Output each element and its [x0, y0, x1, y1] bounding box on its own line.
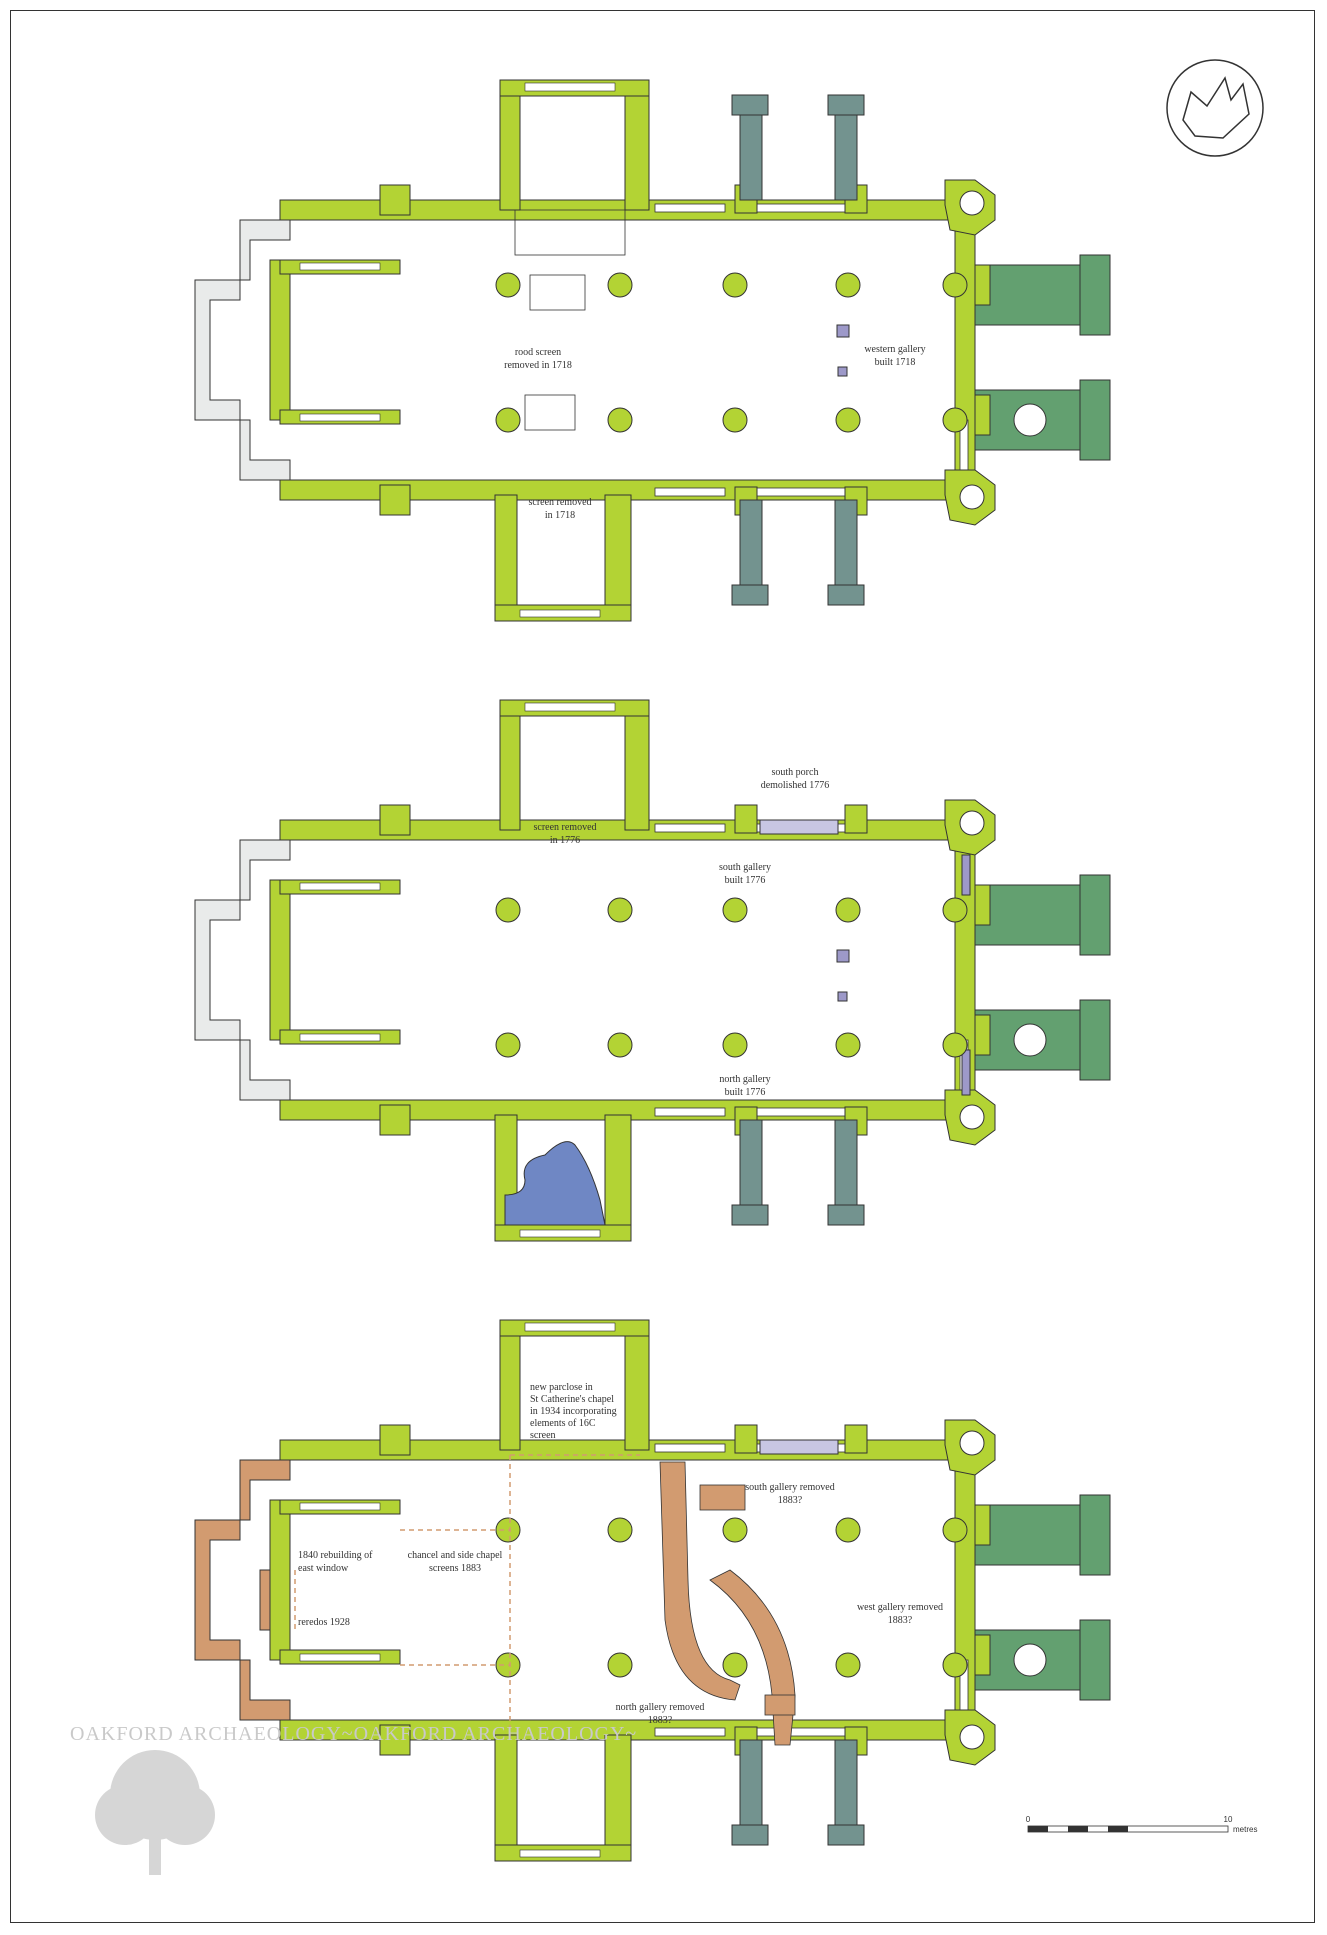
demolished-porch	[759, 1439, 839, 1455]
watermark-text: OAKFORD ARCHAEOLOGY~OAKFORD ARCHAEOLOGY~	[70, 1723, 637, 1745]
gallery-wall	[961, 1049, 971, 1096]
gallery-post	[836, 324, 850, 338]
gallery-post	[837, 991, 848, 1002]
north-arrow-icon	[1166, 59, 1264, 157]
south-porch-footings	[731, 1119, 865, 1226]
south-porch-footings	[731, 1739, 865, 1846]
scale-start: 0	[1026, 1815, 1031, 1824]
tomb-outline	[529, 274, 586, 311]
label-reredos: reredos 1928	[298, 1617, 350, 1628]
removed-galleries-1883	[659, 1461, 796, 1746]
scale-bar: 0 10 metres	[1026, 1815, 1258, 1834]
scale-unit: metres	[1233, 1825, 1257, 1834]
rood-screen-outline	[514, 209, 626, 256]
gallery-post	[836, 949, 850, 963]
gallery-wall	[961, 854, 971, 896]
gallery-post	[837, 366, 848, 377]
scale-end: 10	[1224, 1815, 1233, 1824]
screen-outline	[524, 394, 576, 431]
arcade-piers	[495, 897, 968, 1058]
oak-tree-icon	[95, 1750, 215, 1875]
demolished-porch	[759, 819, 839, 835]
screen-lines-1883	[294, 1454, 640, 1740]
drawing-frame	[10, 10, 1315, 1923]
chapel-addition-1776	[504, 1141, 606, 1226]
